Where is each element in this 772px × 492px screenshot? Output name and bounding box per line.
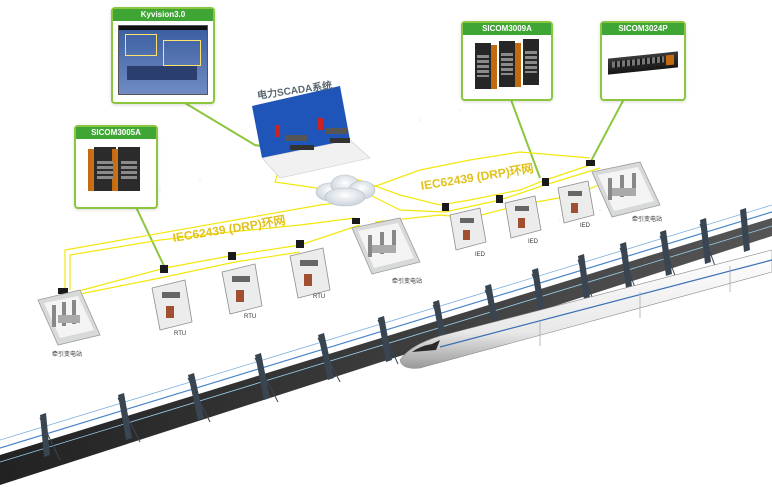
scada-wall	[252, 86, 350, 158]
scada-desk-1	[285, 135, 307, 141]
substation-right	[591, 161, 661, 218]
ring-left-mid	[69, 217, 356, 290]
rtu-cabinet-2	[221, 263, 263, 315]
scada-room	[252, 86, 371, 179]
substation-left	[37, 289, 101, 346]
callout-sicom3024p: SICOM3024P	[600, 21, 686, 101]
label-rtu-3: RTU	[313, 294, 326, 300]
ied-cabinet-1	[449, 207, 487, 251]
switch-ied-2	[496, 195, 503, 203]
pointer-sicom3024p	[589, 96, 626, 164]
switch-substation-right	[586, 160, 595, 166]
ring-left-lower	[74, 251, 301, 296]
switch-ied-3	[542, 178, 549, 186]
switch-substation-left	[58, 288, 68, 294]
switch-rtu-3	[296, 240, 304, 248]
ied-cabinets	[449, 180, 595, 251]
sicom3024p-switch-image	[602, 35, 684, 95]
switch-rtu-1	[160, 265, 168, 273]
switch-rtu-2	[228, 252, 236, 260]
rtu-cabinets	[151, 247, 331, 331]
ied-cabinet-3	[557, 180, 595, 224]
callout-kyvision-title: Kyvision3.0	[113, 9, 213, 21]
callout-sicom3024p-title: SICOM3024P	[602, 23, 684, 35]
scada-desk-2	[325, 128, 347, 134]
sicom3009a-switch-image	[463, 35, 551, 95]
train-stripe	[439, 259, 772, 348]
sicom3005a-switch-image	[76, 139, 156, 203]
rtu-cabinet-1	[151, 279, 193, 331]
network-cloud-icon	[315, 174, 376, 207]
high-speed-train	[399, 249, 772, 369]
label-substation-right: 牵引变电站	[632, 217, 663, 223]
train-windshield	[412, 340, 440, 352]
label-ied-3: IED	[580, 223, 591, 229]
callout-sicom3005a-title: SICOM3005A	[76, 127, 156, 139]
pointer-sicom3009a	[509, 96, 541, 179]
pointer-sicom3005a	[134, 204, 166, 269]
ied-cabinet-2	[504, 195, 542, 239]
scada-person-1	[275, 125, 280, 137]
callout-sicom3009a: SICOM3009A	[461, 21, 553, 101]
ring-right-outer	[344, 164, 591, 206]
callout-sicom3005a: SICOM3005A	[74, 125, 158, 209]
switch-substation-center	[352, 218, 360, 224]
callout-sicom3009a-title: SICOM3009A	[463, 23, 551, 35]
label-ied-1: IED	[475, 252, 486, 258]
ring-upper	[364, 151, 591, 191]
scada-floor	[261, 139, 371, 179]
label-rtu-1: RTU	[174, 331, 187, 337]
kyvision-screen-image	[118, 25, 208, 95]
substation-center	[351, 217, 421, 275]
scada-person-2	[318, 118, 323, 130]
label-substation-left: 牵引变电站	[52, 352, 83, 358]
scada-desk-3	[290, 145, 314, 150]
scada-desk-4	[330, 138, 350, 143]
rail-line-blue-2	[0, 204, 772, 441]
callout-kyvision: Kyvision3.0	[111, 7, 215, 104]
rtu-cabinet-3	[289, 247, 331, 299]
ring-right-mid	[349, 167, 601, 213]
switch-ied-1	[442, 203, 449, 211]
label-rtu-2: RTU	[244, 314, 257, 320]
label-ied-2: IED	[528, 239, 539, 245]
label-substation-center: 牵引变电站	[392, 279, 423, 285]
